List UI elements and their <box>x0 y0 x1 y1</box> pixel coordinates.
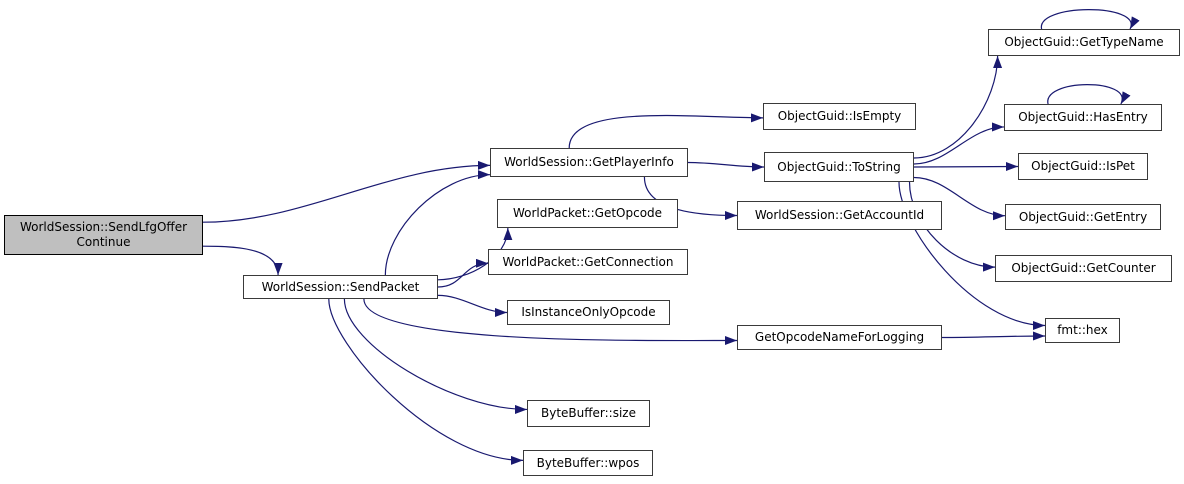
node-getconnection[interactable]: WorldPacket::GetConnection <box>488 249 688 275</box>
edge-sendpacket-to-bytebuffer-wpos <box>328 298 524 465</box>
edge-sendpacket-to-getconnection <box>437 258 489 288</box>
edge-sendlfgoffercontinue-to-getplayerinfo <box>202 160 491 223</box>
node-bytebuffer-size[interactable]: ByteBuffer::size <box>527 400 650 427</box>
edge-sendpacket-to-isinstanceonlyopcode <box>437 294 508 317</box>
edge-loop-hasentry <box>1047 84 1131 106</box>
node-sendpacket[interactable]: WorldSession::SendPacket <box>243 275 438 299</box>
node-sendlfgoffercontinue: WorldSession::SendLfgOffer Continue <box>4 215 203 255</box>
node-hasentry[interactable]: ObjectGuid::HasEntry <box>1004 104 1162 131</box>
node-isinstanceonlyopcode[interactable]: IsInstanceOnlyOpcode <box>507 300 670 325</box>
node-getopcodenameforlogging[interactable]: GetOpcodeNameForLogging <box>737 325 942 350</box>
node-tostring[interactable]: ObjectGuid::ToString <box>764 152 914 182</box>
edge-tostring-to-ispet <box>913 162 1019 172</box>
edge-getplayerinfo-to-tostring <box>687 161 765 172</box>
edge-getopcodenameforlogging-to-fmt-hex <box>941 331 1046 341</box>
node-getopcode[interactable]: WorldPacket::GetOpcode <box>497 199 678 228</box>
node-getcounter[interactable]: ObjectGuid::GetCounter <box>995 255 1172 282</box>
edge-sendpacket-to-bytebuffer-size <box>343 298 528 414</box>
node-getplayerinfo[interactable]: WorldSession::GetPlayerInfo <box>490 148 688 177</box>
node-fmt-hex[interactable]: fmt::hex <box>1045 318 1120 343</box>
edge-sendlfgoffercontinue-to-sendpacket <box>202 245 283 276</box>
edge-getplayerinfo-to-isempty <box>568 113 764 149</box>
node-isempty[interactable]: ObjectGuid::IsEmpty <box>763 103 916 130</box>
node-getentry[interactable]: ObjectGuid::GetEntry <box>1005 204 1161 230</box>
edge-loop-gettypename <box>1041 9 1140 31</box>
edge-sendpacket-to-getplayerinfo <box>384 170 491 276</box>
node-ispet[interactable]: ObjectGuid::IsPet <box>1018 153 1148 180</box>
node-gettypename[interactable]: ObjectGuid::GetTypeName <box>988 29 1180 56</box>
node-bytebuffer-wpos[interactable]: ByteBuffer::wpos <box>523 450 653 476</box>
node-getaccountid[interactable]: WorldSession::GetAccountId <box>737 201 942 230</box>
edge-tostring-to-gettypename <box>913 55 1003 159</box>
edge-tostring-to-hasentry <box>913 122 1005 165</box>
